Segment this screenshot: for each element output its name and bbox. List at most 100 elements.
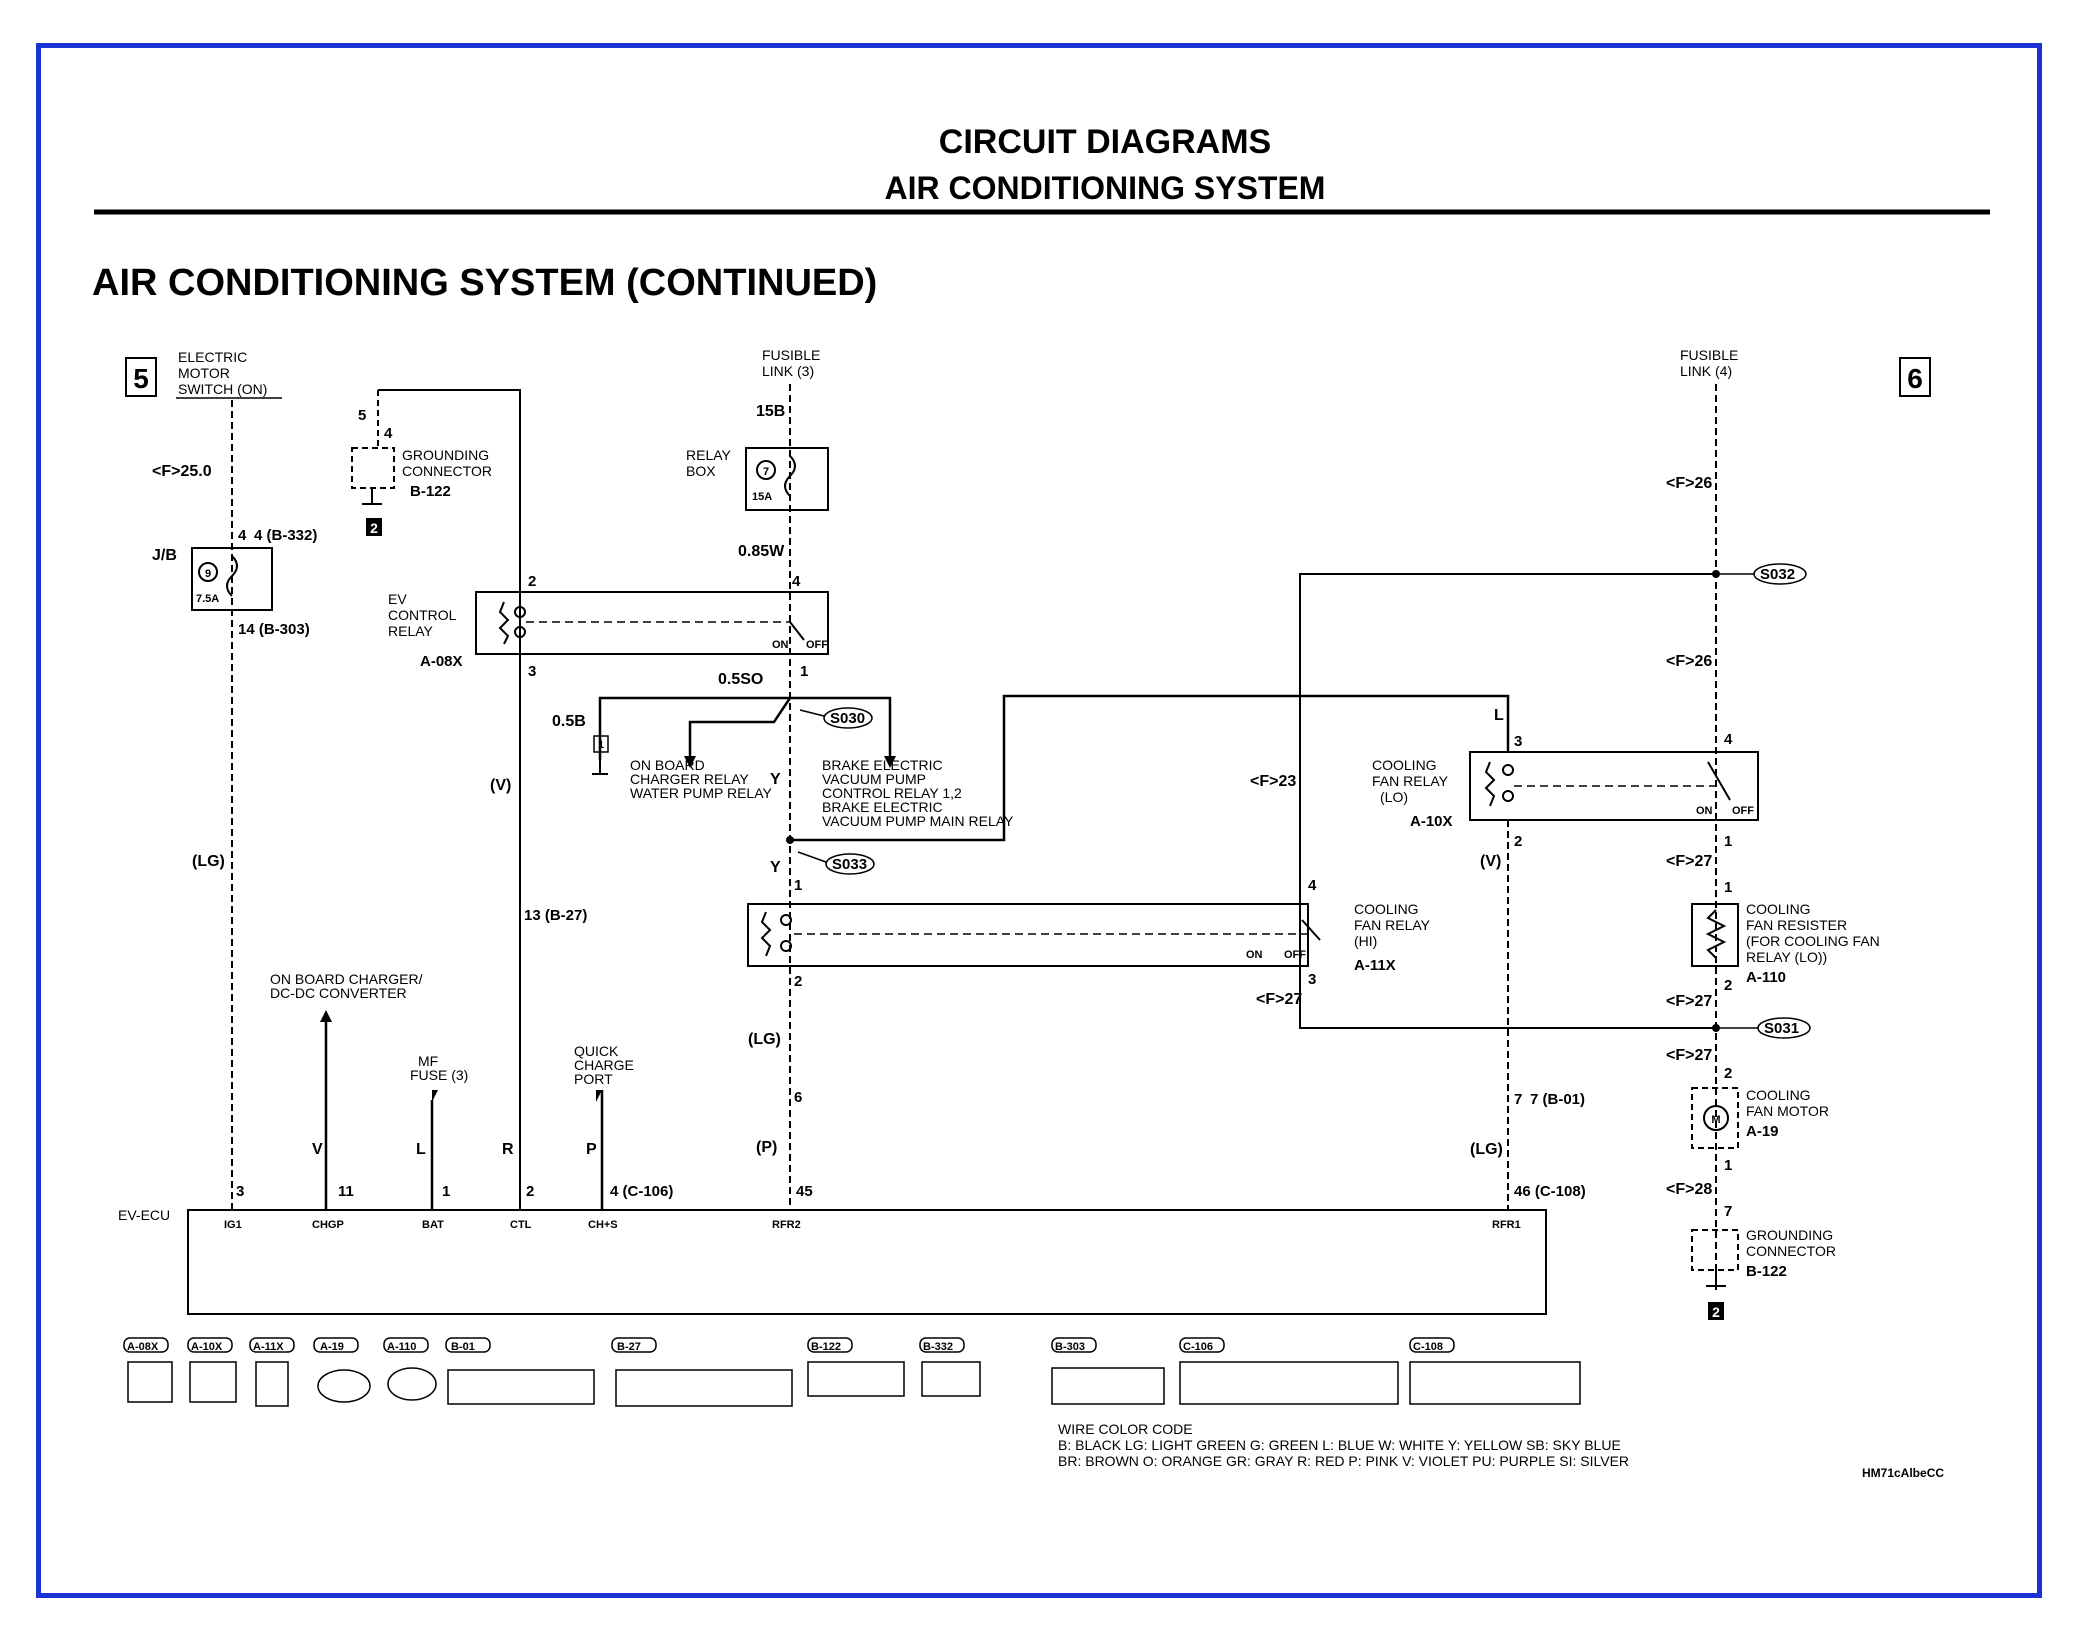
ref-b27: 13 (B-27): [524, 907, 587, 924]
svg-text:1: 1: [442, 1183, 450, 1200]
svg-text:3: 3: [236, 1183, 244, 1200]
grounding-connector-bottom: GROUNDING CONNECTOR B-122 2: [1691, 1227, 1836, 1320]
svg-text:A-11X: A-11X: [253, 1341, 284, 1353]
svg-text:BR: BROWN O: ORANGE GR: GR: BR: BROWN O: ORANGE GR: GRAY R: RED P: P…: [1058, 1453, 1629, 1469]
svg-text:2: 2: [526, 1183, 534, 1200]
svg-text:9: 9: [205, 568, 211, 580]
svg-text:FUSE (3): FUSE (3): [410, 1067, 468, 1083]
svg-text:CONTROL RELAY 1,2: CONTROL RELAY 1,2: [822, 785, 962, 801]
svg-text:4: 4: [384, 425, 393, 442]
svg-text:FUSIBLE: FUSIBLE: [762, 347, 820, 363]
ref-s033: S033: [832, 856, 867, 873]
ev-control-relay: EV CONTROL RELAY 2 3 A-08X 4 ON OFF: [388, 573, 829, 680]
svg-text:<F>27: <F>27: [1256, 991, 1302, 1008]
svg-text:RELAY (LO)): RELAY (LO)): [1746, 949, 1827, 965]
svg-text:A-110: A-110: [387, 1341, 416, 1353]
svg-text:WIRE COLOR CODE: WIRE COLOR CODE: [1058, 1421, 1193, 1437]
svg-text:45: 45: [796, 1183, 813, 1200]
svg-text:<F>26: <F>26: [1666, 475, 1712, 492]
svg-text:CONNECTOR: CONNECTOR: [402, 463, 492, 479]
svg-text:VACUUM PUMP: VACUUM PUMP: [822, 771, 926, 787]
svg-text:A-110: A-110: [1746, 969, 1786, 986]
svg-text:4 (C-106): 4 (C-106): [610, 1183, 673, 1200]
svg-text:4: 4: [1724, 731, 1733, 748]
svg-text:A-08X: A-08X: [420, 653, 463, 670]
quick-charge-port-input: QUICK CHARGE PORT P 4 (C-106): [574, 1043, 673, 1210]
cooling-fan-relay-lo: 3 2 ON OFF COOLING FAN RELAY (LO) A-10X: [1372, 733, 1759, 850]
svg-text:4: 4: [792, 573, 801, 590]
svg-text:B-303: B-303: [1055, 1341, 1085, 1353]
svg-text:V: V: [312, 1141, 323, 1158]
wire-color-code: WIRE COLOR CODE B: BLACK LG: LIGHT GREEN…: [1058, 1421, 1629, 1469]
svg-text:COOLING: COOLING: [1746, 901, 1811, 917]
ev-ecu: EV-ECU IG1 CHGP BAT CTL CH+S RFR2 RFR1: [118, 1207, 1547, 1315]
svg-text:C-106: C-106: [1183, 1341, 1213, 1353]
svg-text:A-08X: A-08X: [127, 1341, 159, 1353]
svg-text:A-10X: A-10X: [191, 1341, 223, 1353]
svg-text:COOLING: COOLING: [1746, 1087, 1811, 1103]
svg-text:R: R: [502, 1141, 514, 1158]
wire-label-15b: 15B: [756, 403, 785, 420]
connector-table-ids: A-08X A-10X A-11X A-19 A-110 B-01 B-27 B…: [127, 1341, 1443, 1353]
cooling-fan-resistor: COOLING FAN RESISTER (FOR COOLING FAN RE…: [1691, 901, 1880, 986]
svg-text:FAN RESISTER: FAN RESISTER: [1746, 917, 1847, 933]
svg-text:<F>23: <F>23: [1250, 773, 1296, 790]
svg-text:A-11X: A-11X: [1354, 957, 1396, 974]
svg-text:2: 2: [1724, 977, 1732, 994]
svg-text:OFF: OFF: [806, 639, 828, 651]
svg-text:(FOR COOLING FAN: (FOR COOLING FAN: [1746, 933, 1880, 949]
svg-text:B-27: B-27: [617, 1341, 641, 1353]
fusible-link-4: FUSIBLE LINK (4): [1680, 347, 1738, 379]
svg-text:1: 1: [1724, 1157, 1732, 1174]
wire-label-05so: 0.5SO: [718, 671, 763, 688]
grounding-connector-top: 5 4 GROUNDING CONNECTOR B-122 2: [351, 389, 521, 1210]
svg-text:ON: ON: [772, 639, 789, 651]
svg-text:CHGP: CHGP: [312, 1219, 344, 1231]
fuse-9-box: 9 7.5A: [191, 547, 273, 611]
svg-text:1: 1: [1724, 833, 1732, 850]
svg-text:BAT: BAT: [422, 1219, 444, 1231]
page-header-subtitle: AIR CONDITIONING SYSTEM: [884, 170, 1326, 206]
svg-text:7: 7: [763, 466, 769, 478]
cooling-fan-motor: M COOLING FAN MOTOR A-19: [1691, 1087, 1829, 1149]
svg-text:OFF: OFF: [1284, 949, 1306, 961]
svg-text:4: 4: [238, 527, 247, 544]
svg-text:B-122: B-122: [1746, 1263, 1787, 1280]
ref-s031: S031: [1764, 1020, 1799, 1037]
page-ref-left-number: 5: [133, 363, 149, 394]
page-header-title: CIRCUIT DIAGRAMS: [938, 123, 1272, 161]
svg-text:1: 1: [794, 877, 802, 894]
svg-text:1: 1: [1724, 879, 1732, 896]
svg-text:7 (B-01): 7 (B-01): [1530, 1091, 1585, 1108]
svg-text:Y: Y: [770, 771, 781, 788]
brake-vacuum-label: BRAKE ELECTRIC VACUUM PUMP CONTROL RELAY…: [822, 757, 1014, 829]
svg-text:A-19: A-19: [1746, 1123, 1779, 1140]
svg-text:(V): (V): [1480, 853, 1501, 870]
svg-text:GROUNDING: GROUNDING: [402, 447, 489, 463]
drawing-id: HM71cAlbeCC: [1862, 1466, 1945, 1480]
relay-box: RELAY BOX 7 15A: [686, 447, 829, 511]
svg-text:11: 11: [338, 1183, 354, 1200]
svg-text:<F>28: <F>28: [1666, 1181, 1712, 1198]
svg-text:B-122: B-122: [410, 483, 451, 500]
svg-text:3: 3: [1308, 971, 1316, 988]
cooling-fan-relay-hi: 4 3 2 ON OFF COOLING FAN RELAY (HI) A-11…: [747, 877, 1431, 990]
svg-text:S030: S030: [830, 710, 865, 727]
svg-text:SWITCH (ON): SWITCH (ON): [178, 381, 267, 397]
wire-s032-branch: [1299, 573, 1716, 1029]
svg-text:<F>26: <F>26: [1666, 653, 1712, 670]
svg-text:6: 6: [794, 1089, 802, 1106]
ref-s032: S032: [1760, 566, 1795, 583]
svg-text:B-122: B-122: [811, 1341, 841, 1353]
page-border: [36, 43, 2042, 1598]
svg-text:ON BOARD CHARGER/: ON BOARD CHARGER/: [270, 971, 423, 987]
page-ref-right-number: 6: [1907, 363, 1923, 394]
svg-text:FAN MOTOR: FAN MOTOR: [1746, 1103, 1829, 1119]
wire-label-f25: <F>25.0: [152, 463, 212, 480]
svg-text:L: L: [1494, 707, 1504, 724]
svg-text:1: 1: [598, 739, 604, 751]
svg-text:2: 2: [370, 520, 378, 536]
svg-text:(LO): (LO): [1380, 789, 1408, 805]
svg-text:CHARGE: CHARGE: [574, 1057, 634, 1073]
